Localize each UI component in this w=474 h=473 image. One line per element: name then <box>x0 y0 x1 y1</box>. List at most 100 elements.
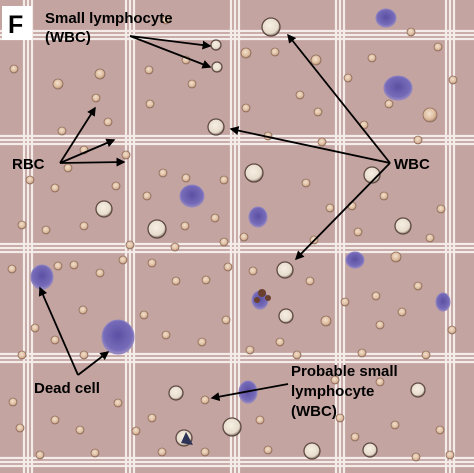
rbc-cell <box>275 337 285 347</box>
small-lymphocyte-cell <box>210 39 222 51</box>
rbc-cell <box>200 447 210 457</box>
rbc-cell <box>350 432 360 442</box>
rbc-cell <box>221 315 231 325</box>
rbc-cell <box>50 415 60 425</box>
pointer-arrow <box>59 157 126 167</box>
small-lymphocyte-label-line2: (WBC) <box>45 29 91 46</box>
rbc-cell <box>436 204 446 214</box>
rbc-cell <box>335 413 345 423</box>
debris-particle <box>265 295 271 301</box>
rbc-cell <box>147 413 157 423</box>
rbc-cell <box>255 415 265 425</box>
rbc-cell <box>310 54 322 66</box>
pointer-arrow <box>287 33 391 164</box>
wbc-label: WBC <box>394 156 430 173</box>
rbc-cell <box>240 47 252 59</box>
rbc-cell <box>9 64 19 74</box>
rbc-cell <box>397 307 407 317</box>
rbc-cell <box>357 348 367 358</box>
wbc-cell <box>207 118 225 136</box>
rbc-cell <box>325 203 335 213</box>
rbc-cell <box>144 65 154 75</box>
rbc-cell <box>406 27 416 37</box>
wbc-cell <box>363 166 381 184</box>
wbc-cell <box>222 417 242 437</box>
rbc-cell <box>448 75 458 85</box>
rbc-cell <box>201 275 211 285</box>
rbc-cell <box>57 126 67 136</box>
rbc-cell <box>263 445 273 455</box>
wbc-cell <box>244 163 264 183</box>
stained-cell <box>179 184 205 208</box>
rbc-cell <box>367 53 377 63</box>
rbc-cell <box>305 276 315 286</box>
rbc-cell <box>63 163 73 173</box>
rbc-cell <box>91 93 101 103</box>
rbc-cell <box>161 15 171 25</box>
rbc-cell <box>447 325 457 335</box>
wbc-cell <box>168 385 184 401</box>
rbc-cell <box>111 181 121 191</box>
rbc-cell <box>245 345 255 355</box>
rbc-cell <box>292 350 302 360</box>
rbc-cell <box>320 315 332 327</box>
pointer-arrow <box>129 35 212 50</box>
rbc-cell <box>301 178 311 188</box>
rbc-cell <box>187 79 197 89</box>
stained-cell <box>101 319 135 355</box>
rbc-cell <box>79 350 89 360</box>
wbc-cell <box>303 442 321 460</box>
probable-lymphocyte-label-line2: lymphocyte <box>291 383 374 400</box>
rbc-label: RBC <box>12 156 45 173</box>
rbc-cell <box>421 350 431 360</box>
wbc-cell <box>278 308 294 324</box>
stained-cell <box>435 292 451 312</box>
rbc-cell <box>75 425 85 435</box>
rbc-cell <box>353 227 363 237</box>
rbc-cell <box>413 281 423 291</box>
probable-lymphocyte-label-line3: (WBC) <box>291 403 337 420</box>
rbc-cell <box>170 242 180 252</box>
rbc-cell <box>239 232 249 242</box>
rbc-cell <box>50 335 60 345</box>
rbc-cell <box>425 233 435 243</box>
rbc-cell <box>384 99 394 109</box>
rbc-cell <box>52 78 64 90</box>
panel-letter: F <box>8 11 23 39</box>
panel-letter-box <box>2 6 32 40</box>
rbc-cell <box>390 420 400 430</box>
rbc-cell <box>210 213 220 223</box>
rbc-cell <box>78 305 88 315</box>
pointer-arrow <box>229 126 391 164</box>
rbc-cell <box>7 264 17 274</box>
rbc-cell <box>180 221 190 231</box>
debris-particle <box>254 297 260 303</box>
rbc-cell <box>313 107 323 117</box>
rbc-cell <box>445 450 455 460</box>
wbc-cell <box>394 217 412 235</box>
rbc-cell <box>390 251 402 263</box>
rbc-cell <box>125 240 135 250</box>
rbc-cell <box>413 135 423 145</box>
rbc-cell <box>41 225 51 235</box>
rbc-cell <box>347 201 357 211</box>
pointer-arrow <box>59 106 96 164</box>
probable-lymphocyte-label-line1: Probable small <box>291 363 398 380</box>
rbc-cell <box>145 99 155 109</box>
debris-particle <box>258 289 266 297</box>
rbc-cell <box>50 183 60 193</box>
rbc-cell <box>53 261 63 271</box>
rbc-cell <box>343 73 353 83</box>
rbc-cell <box>79 221 89 231</box>
rbc-cell <box>270 47 280 57</box>
rbc-cell <box>157 447 167 457</box>
stained-cell <box>248 206 268 228</box>
rbc-cell <box>181 173 191 183</box>
rbc-cell <box>295 90 305 100</box>
rbc-cell <box>103 117 113 127</box>
rbc-cell <box>197 337 207 347</box>
rbc-cell <box>219 237 229 247</box>
rbc-cell <box>95 268 105 278</box>
wbc-cell <box>410 382 426 398</box>
